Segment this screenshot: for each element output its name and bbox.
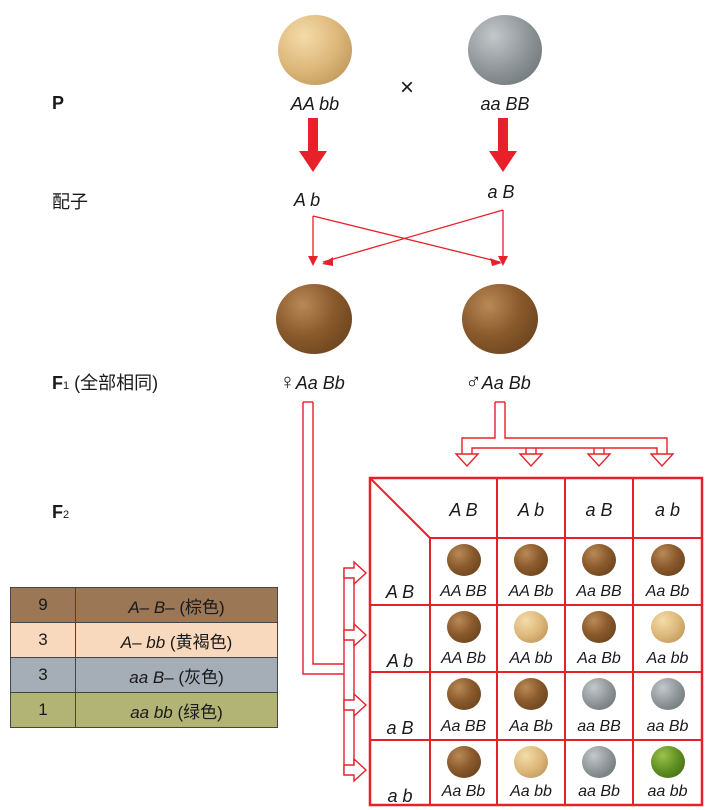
row-header-2: A b xyxy=(386,651,414,671)
p-arrow-left xyxy=(299,118,327,172)
label-gamete: 配子 xyxy=(52,192,88,212)
legend-row: 1 aa bb (绿色) xyxy=(10,692,278,728)
col-header-1: A B xyxy=(449,500,478,520)
cell-genotype: AA Bb xyxy=(441,650,486,667)
legend-row: 3 aa B– (灰色) xyxy=(10,657,278,693)
cell-pea-tan xyxy=(514,746,548,778)
col-header-2: A b xyxy=(517,500,545,520)
cell-genotype: AA Bb xyxy=(508,583,554,600)
cell-genotype: Aa Bb xyxy=(509,718,553,735)
gamete-1: A b xyxy=(293,190,321,210)
cell-genotype: Aa bb xyxy=(510,783,552,800)
cell-pea-gray xyxy=(582,746,616,778)
cell-genotype: Aa bb xyxy=(646,650,689,667)
cell-pea-brown xyxy=(446,611,481,643)
f1-male-genotype: Aa Bb xyxy=(481,373,531,393)
parent-pea-gray xyxy=(468,15,542,85)
cell-pea-brown xyxy=(446,544,481,576)
cell-genotype: AA bb xyxy=(509,650,553,667)
legend-count: 3 xyxy=(10,622,76,658)
legend-genotype: A– bb xyxy=(120,632,166,652)
cell-genotype: aa BB xyxy=(577,718,621,735)
f1-pea-male xyxy=(462,284,538,354)
female-symbol-icon: ♀ xyxy=(279,369,296,394)
row-header-3: a B xyxy=(386,718,414,738)
legend-phenotype: aa B– (灰色) xyxy=(75,657,278,693)
cell-pea-brown xyxy=(514,678,548,710)
legend-color-name: (绿色) xyxy=(177,702,223,722)
cell-pea-brown xyxy=(582,611,616,643)
cell-genotype: aa Bb xyxy=(646,718,689,735)
parent-genotype-1: AA bb xyxy=(290,94,340,114)
cell-genotype: aa Bb xyxy=(578,783,620,800)
row-header-1: A B xyxy=(385,582,415,602)
legend-count: 1 xyxy=(10,692,76,728)
f1-pea-female xyxy=(276,284,352,354)
cell-genotype: Aa Bb xyxy=(441,783,486,800)
legend-color-name: (灰色) xyxy=(178,667,224,687)
female-path xyxy=(302,401,355,775)
legend-count: 9 xyxy=(10,587,76,623)
cell-pea-brown xyxy=(446,678,481,710)
cell-pea-brown xyxy=(650,544,685,576)
legend-genotype: A– B– xyxy=(128,597,175,617)
cell-pea-gray xyxy=(650,678,685,710)
gamete-cross-arrowheads xyxy=(308,256,508,266)
f1-female-label: ♀Aa Bb xyxy=(262,369,362,395)
row-arrowheads xyxy=(343,560,368,783)
male-path xyxy=(461,401,668,454)
label-f1-letter: F xyxy=(52,373,63,393)
label-f2-letter: F xyxy=(52,502,63,522)
legend-phenotype: aa bb (绿色) xyxy=(75,692,278,728)
cell-pea-tan xyxy=(650,611,685,643)
legend-phenotype: A– bb (黄褐色) xyxy=(75,622,278,658)
legend-color-name: (棕色) xyxy=(179,597,225,617)
cell-genotype: aa bb xyxy=(647,783,688,800)
cell-pea-green xyxy=(650,746,685,778)
gamete-2: a B xyxy=(487,182,515,202)
legend-genotype: aa B– xyxy=(129,667,174,687)
phenotype-legend: 9 A– B– (棕色) 3 A– bb (黄褐色) 3 aa B– (灰色) … xyxy=(10,587,278,728)
cell-genotype: Aa Bb xyxy=(645,583,690,600)
parent-pea-tan xyxy=(278,15,352,85)
column-arrowheads xyxy=(454,453,675,468)
parent-genotype-2: aa BB xyxy=(480,94,530,114)
label-p: P xyxy=(52,93,65,113)
f1-male-label: ♂Aa Bb xyxy=(448,369,548,395)
cell-pea-brown xyxy=(582,544,616,576)
col-header-3: a B xyxy=(585,500,613,520)
f1-female-genotype: Aa Bb xyxy=(295,373,345,393)
legend-color-name: (黄褐色) xyxy=(169,632,233,652)
legend-phenotype: A– B– (棕色) xyxy=(75,587,278,623)
punnett-grid xyxy=(368,476,704,807)
gamete-cross-lines xyxy=(312,209,504,263)
male-symbol-icon: ♂ xyxy=(465,369,482,394)
row-header-4: a b xyxy=(387,786,413,806)
p-arrow-right xyxy=(489,118,517,172)
label-f2: F2 xyxy=(52,502,69,523)
cell-pea-brown xyxy=(446,746,481,778)
label-f1-sub: 1 xyxy=(63,380,70,392)
cell-pea-tan xyxy=(514,611,548,643)
legend-count: 3 xyxy=(10,657,76,693)
cell-genotype: AA BB xyxy=(440,583,487,600)
legend-row: 3 A– bb (黄褐色) xyxy=(10,622,278,658)
cell-genotype: Aa Bb xyxy=(577,650,621,667)
label-f1-note: (全部相同) xyxy=(69,373,159,393)
cell-genotype: Aa BB xyxy=(576,583,622,600)
label-f2-sub: 2 xyxy=(63,509,70,521)
cell-pea-brown xyxy=(514,544,548,576)
legend-row: 9 A– B– (棕色) xyxy=(10,587,278,623)
cell-genotype: Aa BB xyxy=(440,718,487,735)
cell-pea-gray xyxy=(582,678,616,710)
cross-symbol: × xyxy=(400,74,415,101)
label-f1: F1 (全部相同) xyxy=(52,369,158,395)
col-header-4: a b xyxy=(654,500,681,520)
legend-genotype: aa bb xyxy=(130,702,173,722)
